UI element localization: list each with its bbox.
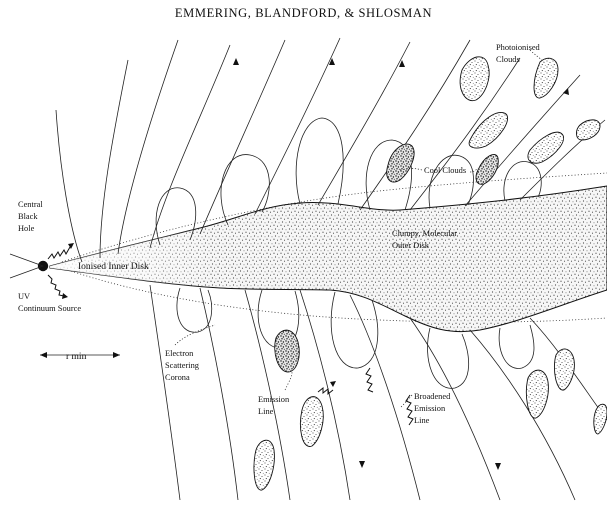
label-electron-corona-1: Electron [165,349,194,358]
accretion-disk [50,186,607,332]
label-uv-source-2: Continuum Source [18,304,81,313]
label-emission-line-1: Emission [258,395,290,404]
label-clumpy-outer-disk-1: Clumpy, Molecular [392,229,457,238]
central-black-hole [10,254,48,278]
label-ionised-inner-disk: Ionised Inner Disk [78,262,149,272]
photoionised-clouds [460,57,600,163]
arrow-up [233,58,239,65]
emission-clouds [254,349,607,490]
label-central-black-hole-2: Black [18,212,38,221]
label-photoionised-clouds-1: Photoionised [496,43,541,52]
label-broadened-emission-3: Line [414,416,430,425]
arrow-down [495,463,501,470]
label-uv-source-1: UV [18,292,30,301]
label-central-black-hole-1: Central [18,200,43,209]
label-photoionised-clouds-2: Clouds [496,55,520,64]
arrow-up [329,58,335,65]
label-r-min: r min [66,352,87,362]
label-broadened-emission-1: Broadened [414,392,451,401]
label-emission-line-2: Line [258,407,274,416]
arrow-down [359,461,365,468]
label-cool-clouds: Cool Clouds [424,166,466,175]
label-broadened-emission-2: Emission [414,404,446,413]
label-electron-corona-2: Scattering [165,361,200,370]
label-clumpy-outer-disk-2: Outer Disk [392,241,430,250]
label-central-black-hole-3: Hole [18,224,35,233]
arrow-up [563,88,569,95]
label-electron-corona-3: Corona [165,373,190,382]
